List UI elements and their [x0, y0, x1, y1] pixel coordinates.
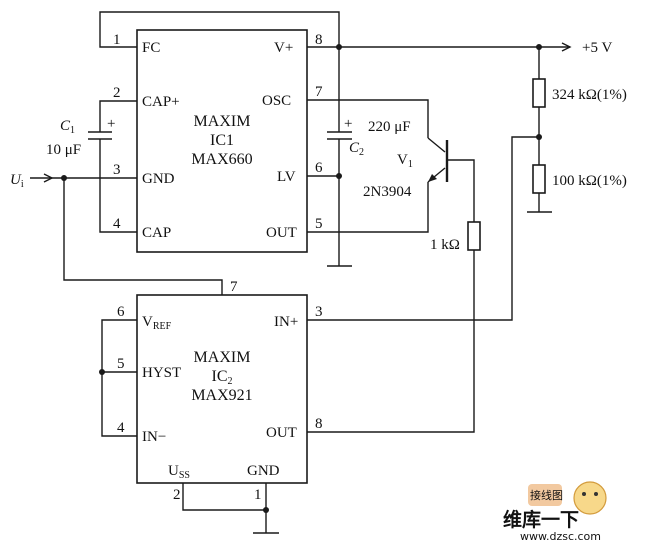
ic2-pin3-number: 3	[315, 304, 323, 320]
ic1-pin7-number: 7	[315, 84, 323, 100]
wire-vref-in-minus	[101, 319, 137, 437]
watermark-logo: 接线图 维库一下 www.dzsc.com	[503, 481, 607, 543]
ic1-pin4-name: CAP	[142, 225, 171, 241]
resistor-100k	[532, 164, 546, 194]
ic2-body	[136, 294, 308, 484]
ic2-pin2-name: USS	[168, 463, 190, 481]
junction-dot	[336, 44, 342, 50]
ic1-maker: MAXIM	[194, 113, 251, 130]
ic2-pin6-number: 6	[117, 304, 125, 320]
watermark-line1: 维库一下	[503, 508, 579, 531]
c2-label: C2	[349, 140, 364, 158]
junction-dot	[336, 173, 342, 179]
ic1-name: IC1	[210, 132, 234, 149]
input-arrow-icon	[43, 173, 54, 183]
junction-dot	[99, 369, 105, 375]
ic2-pin5-name: HYST	[142, 365, 181, 381]
watermark-mascot-eye	[582, 492, 586, 496]
junction-dot	[536, 134, 542, 140]
c1-value: 10 μF	[46, 142, 81, 158]
ic1-pin2-number: 2	[113, 85, 121, 101]
watermark-line2: www.dzsc.com	[520, 530, 601, 543]
ic2-pin1-number: 1	[254, 487, 262, 503]
ic2-pin4-name: IN−	[142, 429, 166, 445]
ic1-pin2-name: CAP+	[142, 94, 180, 110]
r2-value: 100 kΩ(1%)	[552, 173, 627, 189]
ic2-pin7-number: 7	[230, 279, 238, 295]
c2-plus: +	[344, 116, 352, 132]
ic2-name: IC2	[212, 368, 233, 387]
wire-uss	[182, 483, 266, 511]
wire-osc	[307, 99, 429, 138]
c1-label: C1	[60, 118, 75, 136]
wire-inplus	[307, 136, 539, 321]
ic1-body	[136, 29, 308, 253]
v1-collector	[427, 137, 446, 153]
supply-label: +5 V	[582, 40, 612, 56]
wire-input-to-ic2	[63, 178, 223, 295]
ic1-pin3-name: GND	[142, 171, 175, 187]
supply-arrow-icon	[561, 42, 572, 52]
wire-base	[447, 159, 475, 222]
r3-value: 1 kΩ	[430, 237, 460, 253]
v1-part: 2N3904	[363, 184, 412, 200]
ic2-pin3-name: IN+	[274, 314, 298, 330]
ic2-pin2-number: 2	[173, 487, 181, 503]
ic1-pin1-name: FC	[142, 40, 160, 56]
ic1-pin3-number: 3	[113, 162, 121, 178]
watermark-badge-text: 接线图	[530, 488, 563, 502]
ic2-pin8-name: OUT	[266, 425, 297, 441]
resistor-1k	[467, 221, 481, 251]
v1-label: V1	[397, 152, 413, 170]
wire-c1-bottom	[99, 139, 137, 233]
ic1-part: MAX660	[191, 151, 252, 168]
watermark-mascot-eye	[594, 492, 598, 496]
v1-emitter-arrow-icon	[428, 174, 437, 182]
ic1-pin4-number: 4	[113, 216, 121, 232]
watermark-mascot-icon	[573, 481, 607, 515]
junction-dot	[536, 44, 542, 50]
ic1-pin1-number: 1	[113, 32, 121, 48]
ic1-pin5-name: OUT	[266, 225, 297, 241]
ic1-pin8-number: 8	[315, 32, 323, 48]
wire-c1-top	[99, 100, 137, 132]
ic2-pin5-number: 5	[117, 356, 125, 372]
input-label: Ui	[10, 172, 24, 190]
ic1-pin5-number: 5	[315, 216, 323, 232]
ic2-pin4-number: 4	[117, 420, 125, 436]
wire-out-to-emitter	[307, 182, 429, 233]
junction-dot	[263, 507, 269, 513]
junction-dot	[61, 175, 67, 181]
watermark-badge-bg	[528, 484, 562, 506]
ic1-pin6-name: LV	[277, 169, 296, 185]
ic1-pin6-number: 6	[315, 160, 323, 176]
ic2-part: MAX921	[191, 387, 252, 404]
c2-value: 220 μF	[368, 119, 411, 135]
r1-value: 324 kΩ(1%)	[552, 87, 627, 103]
ic1-pin8-name: V+	[274, 40, 293, 56]
ic2-pin8-number: 8	[315, 416, 323, 432]
ic1-pin7-name: OSC	[262, 93, 291, 109]
ic2-maker: MAXIM	[194, 349, 251, 366]
wire-ic2-out	[307, 250, 475, 433]
ic2-pin1-name: GND	[247, 463, 280, 479]
c1-plus: +	[107, 116, 115, 132]
ic2-pin6-name: VREF	[142, 314, 172, 332]
wire-fc-loop	[99, 11, 340, 48]
resistor-324k	[532, 78, 546, 108]
